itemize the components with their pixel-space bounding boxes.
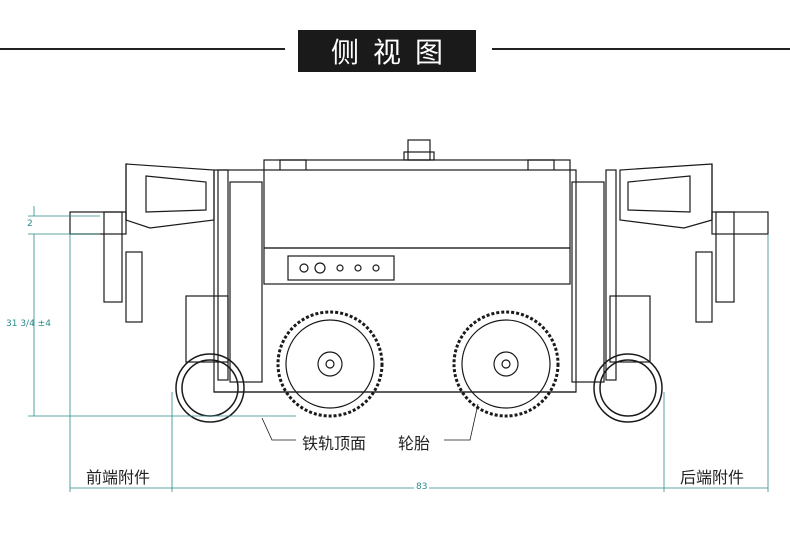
label-front-attachment: 前端附件: [86, 468, 151, 487]
label-rail-top: 铁轨顶面: [302, 434, 367, 453]
front-rail-wheel: [175, 353, 245, 423]
control-panel: [287, 255, 395, 281]
dim-small-gap: 2: [27, 219, 33, 229]
right-arm: [619, 163, 713, 229]
page-title: 侧视图: [330, 36, 457, 69]
machine-body: [213, 169, 577, 393]
dim-height: 31 3/4 ±4: [6, 319, 51, 329]
label-rear-attachment: 后端附件: [680, 468, 745, 487]
title-rule-left: [0, 48, 285, 50]
left-arm: [125, 163, 215, 229]
rear-rail-wheel: [593, 353, 663, 423]
label-tire: 轮胎: [398, 434, 431, 453]
title-box: 侧视图: [298, 30, 476, 72]
mid-panel: [263, 247, 571, 285]
front-tire: [276, 310, 384, 418]
top-housing: [263, 159, 571, 249]
dim-width: 83: [414, 482, 430, 492]
rear-tire: [452, 310, 560, 418]
title-rule-right: [492, 48, 790, 50]
top-cap: [407, 139, 431, 161]
